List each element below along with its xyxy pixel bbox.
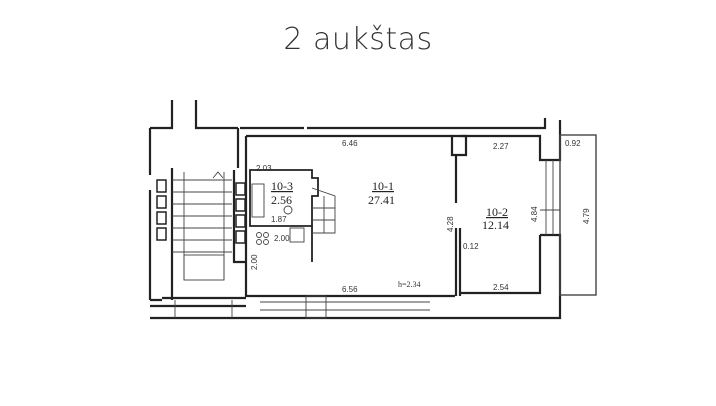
- dim-room2-height: 4.84: [530, 206, 539, 222]
- room-10-2-area: 12.14: [482, 218, 509, 232]
- room-10-2-id: 10-2: [486, 205, 508, 219]
- dim-kitchen: 2.00: [274, 234, 290, 243]
- dim-partition-thickness: 0.12: [463, 242, 479, 251]
- room-10-3-area: 2.56: [271, 193, 292, 207]
- dim-balcony-length: 4.79: [582, 208, 591, 224]
- room-10-1-id: 10-1: [372, 179, 394, 193]
- dim-bath-bottom: 1.87: [271, 215, 287, 224]
- stairwell: [148, 100, 246, 302]
- ceiling-height: h=2.34: [398, 280, 421, 289]
- floor-title: 2 aukštas: [283, 22, 433, 57]
- dim-room2-top: 2.27: [493, 142, 509, 151]
- dim-room2-bottom: 2.54: [493, 283, 509, 292]
- dim-top-main: 6.46: [342, 139, 358, 148]
- room-10-1-area: 27.41: [368, 193, 395, 207]
- dim-partition-height: 4.28: [446, 216, 455, 232]
- dim-balcony-width: 0.92: [565, 139, 581, 148]
- dim-bath-top: 2.03: [256, 164, 272, 173]
- bathroom: [249, 169, 336, 262]
- dim-bottom-main: 6.56: [342, 285, 358, 294]
- dim-left-vertical: 2.00: [250, 254, 259, 270]
- room-10-3-id: 10-3: [271, 179, 293, 193]
- walls: [150, 118, 597, 320]
